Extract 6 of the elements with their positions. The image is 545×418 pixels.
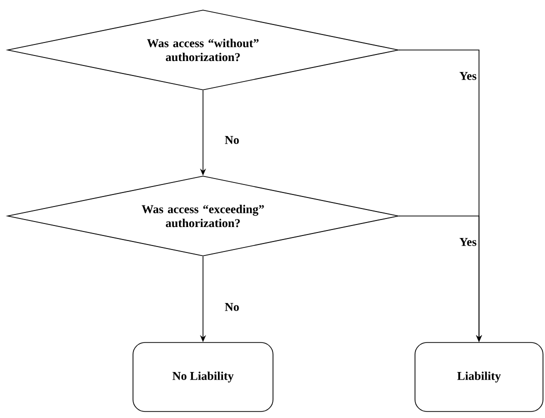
edge-label: Yes [458, 71, 478, 81]
edge-label: Yes [458, 237, 478, 247]
terminal-box: No Liability [132, 342, 274, 412]
edge-label: No [224, 302, 240, 312]
edge-label: No [224, 135, 240, 145]
terminal-box: Liability [414, 342, 544, 412]
